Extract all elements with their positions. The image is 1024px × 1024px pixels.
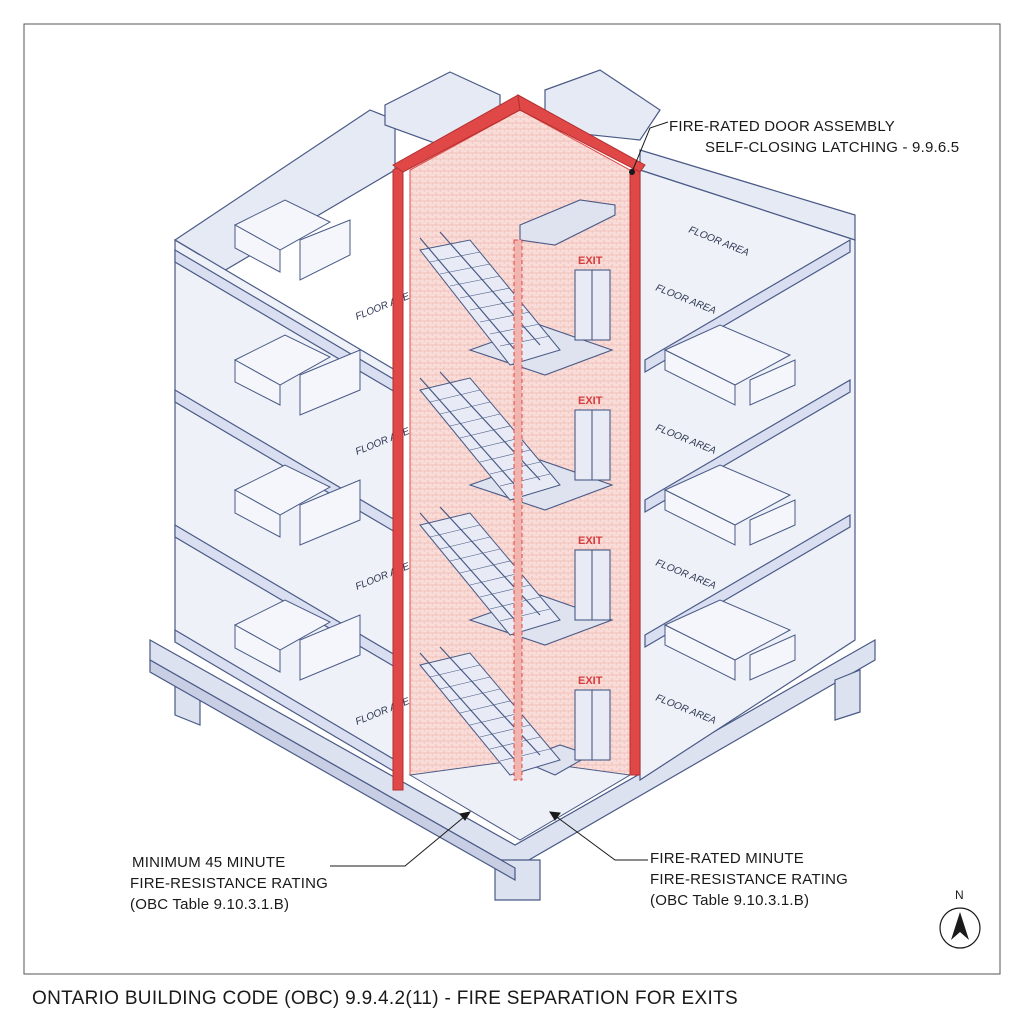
callout-line: FIRE-RESISTANCE RATING [650, 871, 849, 888]
exit-signs: EXIT EXIT EXIT EXIT [578, 255, 603, 687]
fire-wall-left [392, 164, 404, 791]
workstation-group [233, 334, 361, 416]
workstation-group [233, 599, 361, 681]
stair-column [513, 239, 523, 781]
exit-sign: EXIT [578, 395, 603, 407]
callout-line: (OBC Table 9.10.3.1.B) [130, 896, 290, 913]
stair-shaft: EXIT EXIT EXIT EXIT [392, 94, 646, 841]
callout-line: FIRE-RESISTANCE RATING [130, 875, 329, 892]
north-label: N [955, 888, 964, 902]
callout-door-assembly: FIRE-RATED DOOR ASSEMBLY SELF-CLOSING LA… [669, 116, 959, 158]
callout-fire-rated: FIRE-RATED MINUTE FIRE-RESISTANCE RATING… [650, 848, 848, 911]
exit-doors [574, 269, 611, 761]
workstation-group [233, 199, 351, 281]
workstation-group [233, 464, 361, 546]
exit-sign: EXIT [578, 675, 603, 687]
leader-door [631, 121, 669, 173]
callout-line: SELF-CLOSING LATCHING - 9.9.6.5 [705, 139, 960, 156]
building-base [149, 638, 876, 901]
callout-line: MINIMUM 45 MINUTE [132, 854, 286, 871]
exit-sign: EXIT [578, 535, 603, 547]
callout-line: FIRE-RATED MINUTE [650, 850, 804, 867]
left-office-furniture [233, 199, 361, 681]
north-arrow-icon [939, 907, 981, 949]
exit-sign: EXIT [578, 255, 603, 267]
stair-handrails [419, 231, 541, 761]
drawing-border [23, 23, 1001, 975]
workstation-group [663, 464, 796, 546]
floor-area-label: FLOOR AREA [354, 288, 418, 322]
callout-minimum-rating: MINIMUM 45 MINUTE FIRE-RESISTANCE RATING… [130, 852, 328, 915]
workstation-group [663, 599, 796, 681]
left-roof [174, 109, 396, 286]
callout-line: FIRE-RATED DOOR ASSEMBLY [669, 118, 895, 135]
fire-wall-right [629, 164, 641, 776]
leader-rated [549, 811, 648, 861]
leader-lines [330, 121, 669, 867]
right-office-furniture [663, 324, 796, 681]
workstation-group [663, 324, 796, 406]
fire-rated-walls [392, 94, 646, 791]
title-block: ONTARIO BUILDING CODE (OBC) 9.9.4.2(11) … [32, 988, 738, 1009]
leader-minimum [330, 811, 471, 867]
fire-wall-top-right [517, 94, 646, 173]
callout-line: (OBC Table 9.10.3.1.B) [650, 892, 810, 909]
